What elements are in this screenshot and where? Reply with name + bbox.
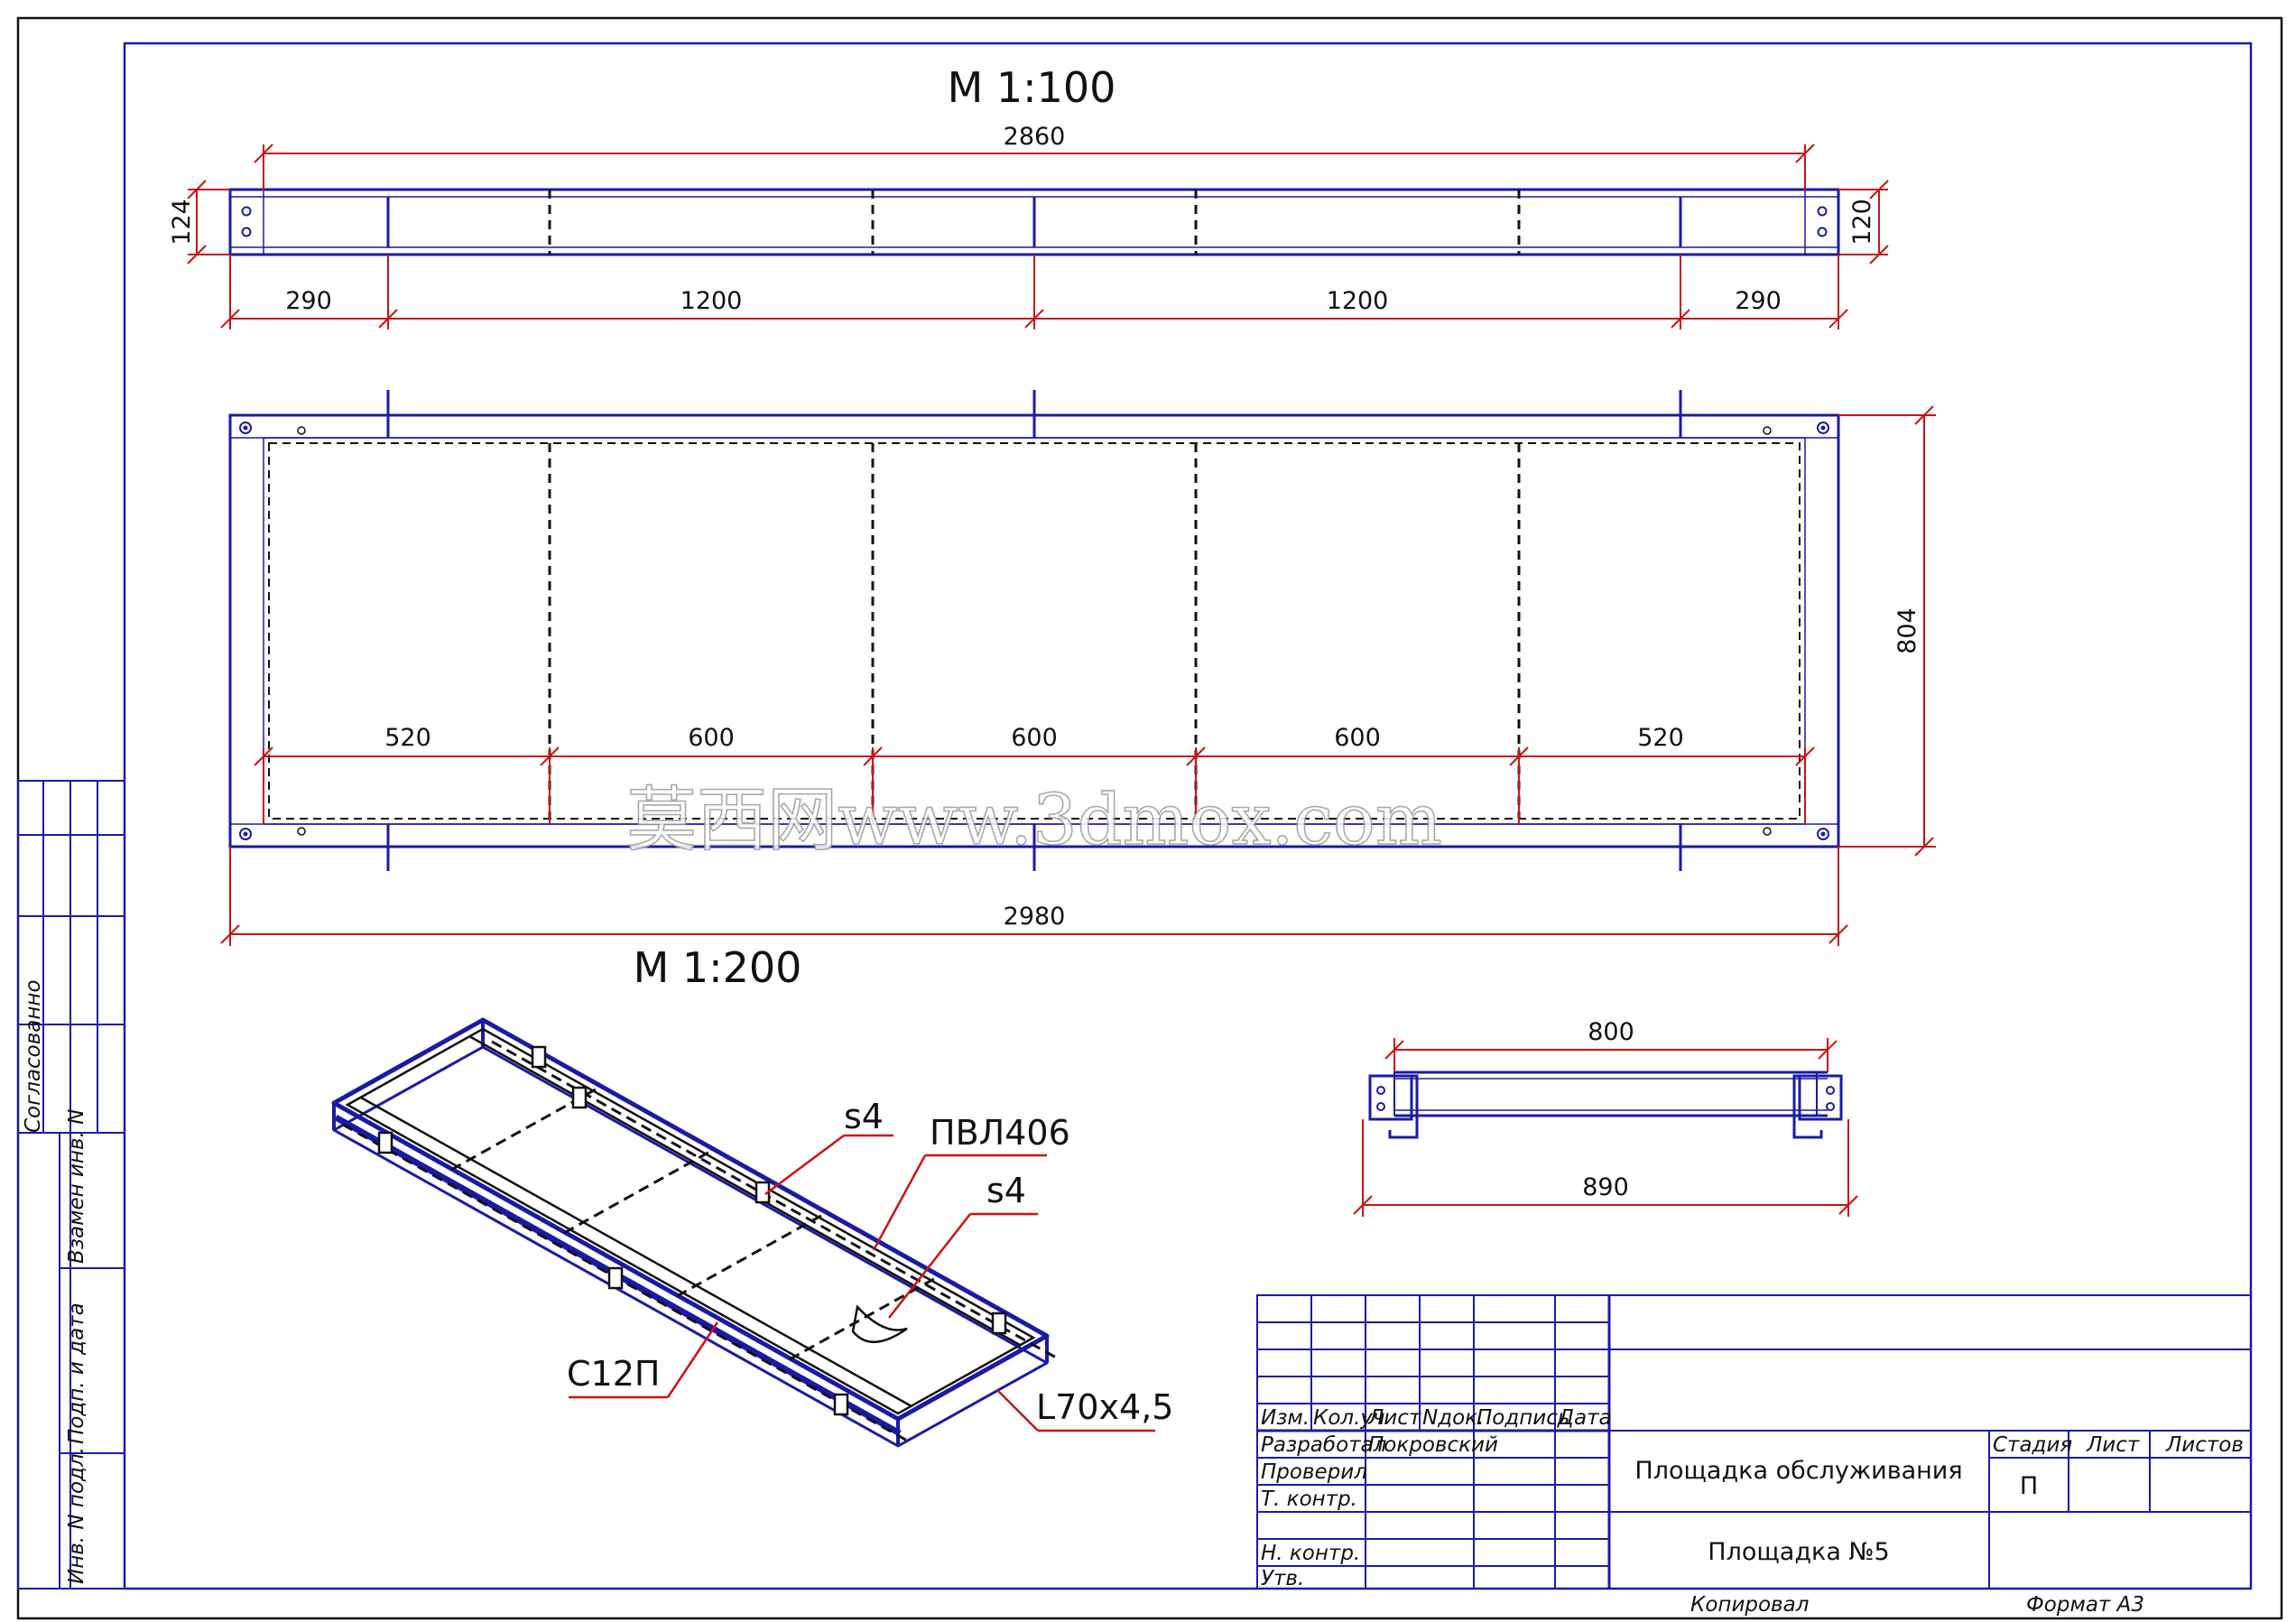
dim-elev-seg-4: 290 — [1735, 287, 1782, 315]
side-label-agreed: Согласованно — [22, 979, 45, 1133]
callout-weld-top: s4 — [844, 1097, 884, 1136]
tb-header-ndok: Nдок. — [1422, 1406, 1484, 1430]
tb-row-approved: Утв. — [1261, 1567, 1304, 1590]
dim-section-outer: 890 — [1582, 1173, 1629, 1201]
tb-row-t-control: Т. контр. — [1261, 1488, 1357, 1511]
callout-angle: L70x4,5 — [1036, 1387, 1173, 1427]
dim-plan-overall: 2980 — [1004, 903, 1066, 931]
tb-row-developed: Разработал — [1261, 1433, 1387, 1457]
callout-channel: С12П — [567, 1354, 660, 1394]
tb-copied: Копировал — [1690, 1593, 1810, 1617]
tb-stage-label: Стадия — [1993, 1433, 2072, 1457]
iso-leaders — [569, 1134, 1155, 1432]
side-label-sign-date: Подп. и дата — [65, 1302, 88, 1444]
side-stamp — [17, 780, 125, 1590]
elevation-view — [228, 188, 1840, 256]
tb-subtitle: Площадка №5 — [1708, 1538, 1889, 1566]
tb-title: Площадка обслуживания — [1634, 1457, 1962, 1485]
tb-header-podpis: Подпись — [1477, 1406, 1569, 1430]
tb-format: Формат А3 — [2026, 1593, 2144, 1617]
section-dimensions — [1353, 1038, 1858, 1217]
dim-elev-left-height: 124 — [168, 199, 196, 246]
side-label-inv-orig: Инв. N подл. — [65, 1447, 88, 1584]
dim-plan-width: 804 — [1893, 607, 1921, 654]
tb-header-list: Лист — [1367, 1406, 1421, 1430]
watermark: 莫西网www.3dmox.com — [626, 780, 1442, 861]
callout-grating: ПВЛ406 — [930, 1113, 1070, 1153]
dim-elev-seg-2: 1200 — [680, 287, 743, 315]
dim-elev-seg-3: 1200 — [1327, 287, 1389, 315]
tb-stage-value: П — [2020, 1472, 2038, 1500]
tb-header-kol-uch: Кол.уч — [1313, 1406, 1385, 1430]
isometric-view — [331, 1017, 1057, 1448]
plan-dimensions — [220, 405, 1936, 946]
tb-header-izm: Изм. — [1261, 1406, 1310, 1430]
dim-elev-seg-1: 290 — [285, 287, 332, 315]
dim-plan-bay-1: 520 — [384, 724, 431, 752]
dim-plan-bay-5: 520 — [1637, 724, 1684, 752]
dim-plan-bay-3: 600 — [1011, 724, 1058, 752]
tb-sheet-label: Лист — [2086, 1433, 2140, 1457]
tb-row-checked: Проверил — [1261, 1460, 1367, 1484]
dim-section-inner: 800 — [1588, 1018, 1634, 1046]
scale-label-plan: М 1:200 — [634, 943, 802, 992]
callout-weld-mid: s4 — [986, 1171, 1026, 1210]
dim-plan-bay-2: 600 — [688, 724, 735, 752]
tb-header-data: Дата — [1557, 1406, 1612, 1430]
title-block — [1256, 1294, 2252, 1590]
dim-plan-bay-4: 600 — [1334, 724, 1381, 752]
cross-section — [1368, 1071, 1843, 1139]
tb-developer-name: Покровский — [1368, 1433, 1498, 1457]
elevation-dimensions — [187, 144, 1889, 329]
dim-elev-overall: 2860 — [1004, 123, 1066, 151]
side-label-replace-inv: Взамен инв. N — [65, 1109, 88, 1264]
scale-label-top: М 1:100 — [948, 63, 1116, 112]
tb-row-n-control: Н. контр. — [1261, 1542, 1360, 1565]
dim-elev-right-height: 120 — [1848, 199, 1876, 246]
tb-sheets-label: Листов — [2165, 1433, 2244, 1457]
